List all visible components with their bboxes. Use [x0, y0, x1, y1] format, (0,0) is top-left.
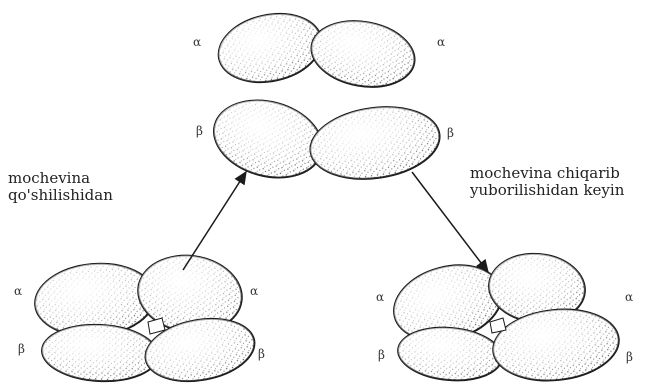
bl-alpha-label-right: α: [250, 284, 258, 298]
right-label: mochevina chiqarib yuborilishidan keyin: [470, 165, 624, 199]
top-alpha-label-right: α: [437, 35, 445, 49]
right-label-line1: mochevina chiqarib: [470, 165, 624, 182]
bottom-left-tetramer: [32, 249, 259, 385]
left-label-line2: qo'shilishidan: [8, 187, 113, 204]
bl-beta-label-left: β: [18, 342, 25, 356]
bl-alpha-label-left: α: [14, 284, 22, 298]
left-label-line1: mochevina: [8, 170, 113, 187]
bottom-right-tetramer: [386, 250, 623, 385]
br-alpha-label-left: α: [376, 290, 384, 304]
left-label: mochevina qo'shilishidan: [8, 170, 113, 204]
arrow-association: [183, 172, 246, 270]
top-beta-dimer: [205, 89, 444, 189]
br-beta-label-left: β: [378, 348, 385, 362]
bl-beta-label-right: β: [258, 347, 265, 361]
br-beta-label-right: β: [626, 350, 633, 364]
right-label-line2: yuborilishidan keyin: [470, 182, 624, 199]
br-alpha-label-right: α: [625, 290, 633, 304]
top-beta-label-right: β: [447, 126, 454, 140]
top-alpha-label-left: α: [193, 35, 201, 49]
top-alpha-dimer: [212, 5, 419, 95]
top-beta-label-left: β: [196, 124, 203, 138]
